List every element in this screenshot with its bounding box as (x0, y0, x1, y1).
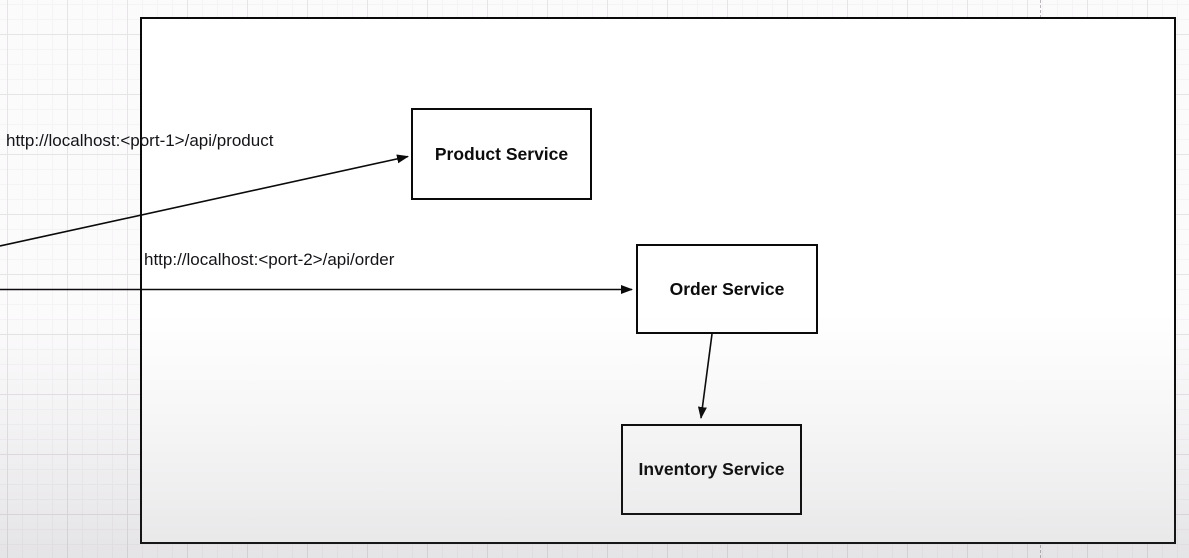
node-product-service-label: Product Service (434, 143, 569, 164)
edge-arrow-order-to-inventory[interactable] (697, 333, 713, 419)
edge-arrow-to-product-service[interactable] (0, 154, 409, 247)
node-inventory-service-label: Inventory Service (638, 459, 785, 479)
node-order-service[interactable]: Order Service (636, 244, 818, 334)
node-inventory-service[interactable]: Inventory Service (621, 424, 802, 515)
edge-label-product-url[interactable]: http://localhost:<port-1>/api/product (6, 131, 274, 150)
edge-label-order-url[interactable]: http://localhost:<port-2>/api/order (144, 250, 395, 269)
node-order-service-label: Order Service (669, 278, 785, 299)
node-product-service[interactable]: Product Service (411, 108, 592, 200)
